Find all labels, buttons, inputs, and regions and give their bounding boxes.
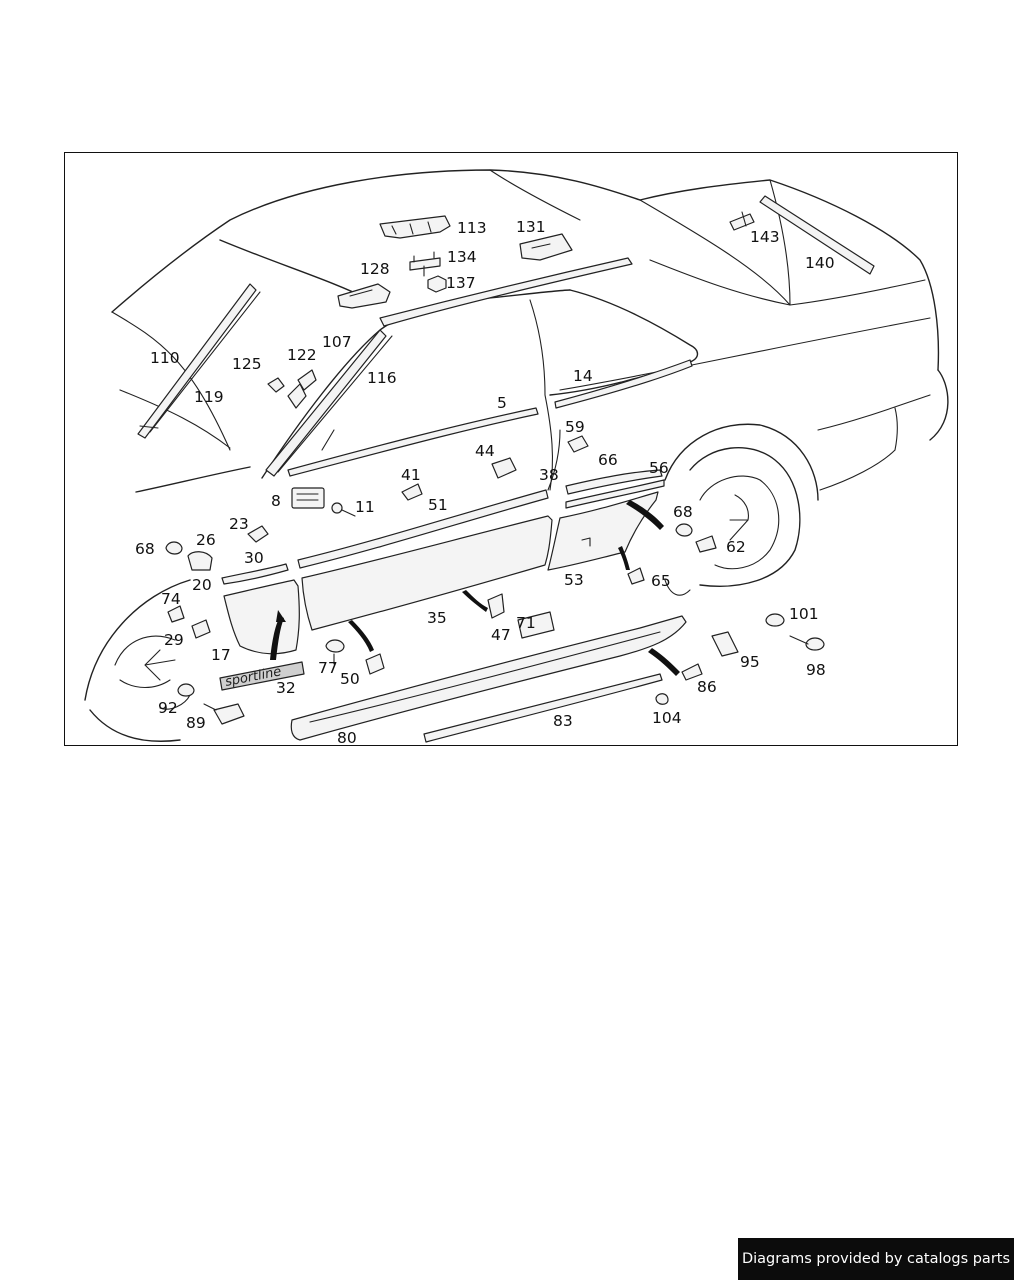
window-trims — [287, 359, 693, 477]
callout-30: 30 — [244, 549, 264, 567]
callout-56: 56 — [649, 459, 669, 477]
callout-65: 65 — [651, 572, 671, 590]
callout-26: 26 — [196, 531, 216, 549]
callout-122: 122 — [287, 346, 317, 364]
catalog-credit-badge: Diagrams provided by catalogs parts — [738, 1238, 1014, 1280]
door-parts — [165, 435, 717, 691]
car-body-outline — [84, 169, 949, 742]
callout-134: 134 — [447, 248, 477, 266]
callout-labels: 113 131 134 128 137 143 140 107 110 125 … — [135, 218, 835, 747]
callout-77: 77 — [318, 659, 338, 677]
callout-116: 116 — [367, 369, 397, 387]
callout-83: 83 — [553, 712, 573, 730]
callout-50: 50 — [340, 670, 360, 688]
callout-41: 41 — [401, 466, 421, 484]
callout-113: 113 — [457, 219, 487, 237]
sill-parts — [177, 613, 825, 743]
callout-17: 17 — [211, 646, 231, 664]
callout-107: 107 — [322, 333, 352, 351]
callout-95: 95 — [740, 653, 760, 671]
callout-137: 137 — [446, 274, 476, 292]
callout-128: 128 — [360, 260, 390, 278]
sportline-badge-lettering: sportline — [224, 664, 283, 690]
callout-89: 89 — [186, 714, 206, 732]
callout-59: 59 — [565, 418, 585, 436]
callout-80: 80 — [337, 729, 357, 747]
callout-131: 131 — [516, 218, 546, 236]
callout-68-right: 68 — [673, 503, 693, 521]
callout-38: 38 — [539, 466, 559, 484]
callout-51: 51 — [428, 496, 448, 514]
callout-143: 143 — [750, 228, 780, 246]
callout-11: 11 — [355, 498, 375, 516]
callout-140: 140 — [805, 254, 835, 272]
callout-119: 119 — [194, 388, 224, 406]
pillar-parts — [137, 283, 393, 477]
callout-104: 104 — [652, 709, 682, 727]
callout-53: 53 — [564, 571, 584, 589]
callout-44: 44 — [475, 442, 495, 460]
callout-125: 125 — [232, 355, 262, 373]
callout-32: 32 — [276, 679, 296, 697]
callout-29: 29 — [164, 631, 184, 649]
callout-68-left: 68 — [135, 540, 155, 558]
callout-35: 35 — [427, 609, 447, 627]
callout-92: 92 — [158, 699, 178, 717]
callout-71: 71 — [516, 614, 536, 632]
callout-62: 62 — [726, 538, 746, 556]
callout-20: 20 — [192, 576, 212, 594]
callout-98: 98 — [806, 661, 826, 679]
callout-101: 101 — [789, 605, 819, 623]
callout-66: 66 — [598, 451, 618, 469]
callout-110: 110 — [150, 349, 180, 367]
callout-8: 8 — [271, 492, 281, 510]
callout-23: 23 — [229, 515, 249, 533]
callout-5: 5 — [497, 394, 507, 412]
callout-74: 74 — [161, 590, 181, 608]
callout-14: 14 — [573, 367, 593, 385]
callout-86: 86 — [697, 678, 717, 696]
roof-parts — [337, 195, 875, 327]
callout-47: 47 — [491, 626, 511, 644]
